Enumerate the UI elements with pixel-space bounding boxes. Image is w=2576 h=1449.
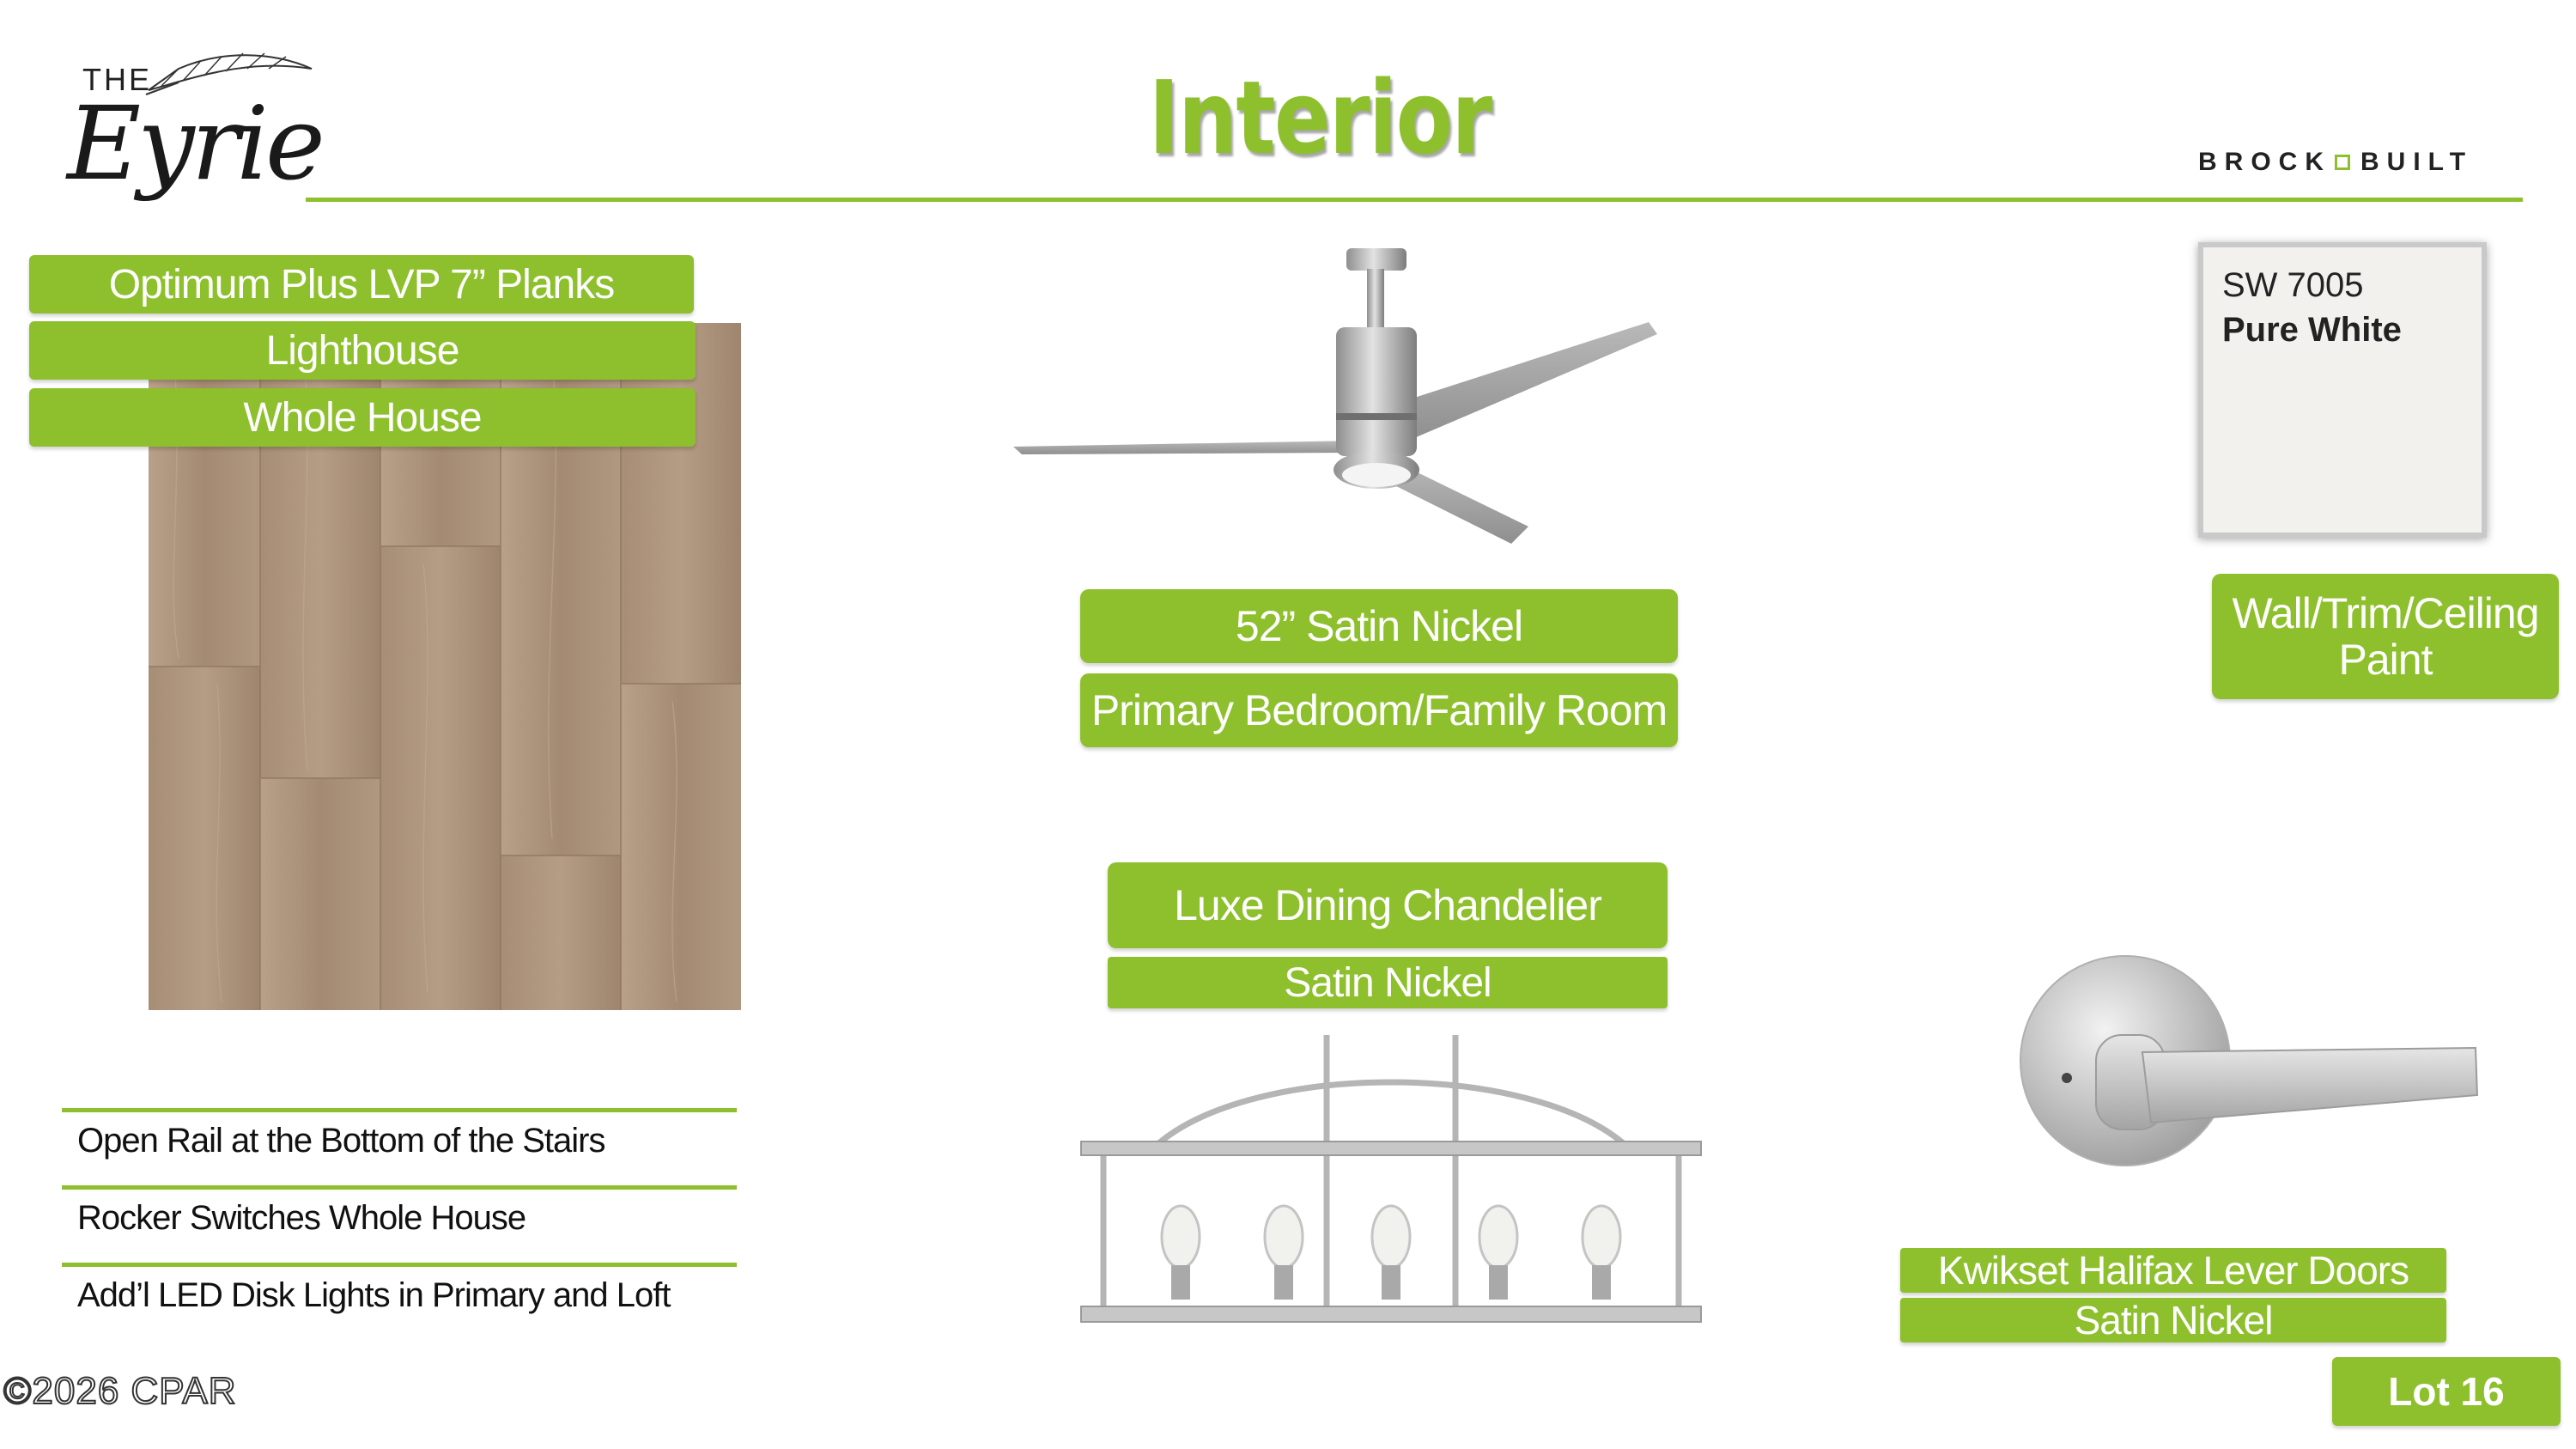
logo: THE Eyrie	[60, 43, 325, 249]
ceiling-fan-image	[1013, 248, 1657, 544]
chandelier-product-label: Luxe Dining Chandelier	[1108, 862, 1668, 948]
feature-item-lights: Add’l LED Disk Lights in Primary and Lof…	[77, 1276, 671, 1314]
fan-location-label: Primary Bedroom/Family Room	[1080, 673, 1678, 747]
paint-usage-label: Wall/Trim/Ceiling Paint	[2212, 574, 2559, 699]
door-lever-image	[2020, 955, 2479, 1166]
feature-divider-top	[62, 1108, 737, 1112]
brand-logo: BROCK BUILT	[2198, 148, 2473, 177]
chandelier-finish-label: Satin Nickel	[1108, 957, 1668, 1008]
flooring-location-label: Whole House	[29, 388, 696, 447]
flooring-product-label: Optimum Plus LVP 7” Planks	[29, 255, 694, 314]
feather-icon	[145, 52, 313, 95]
paint-swatch: SW 7005 Pure White	[2198, 242, 2487, 538]
brand-left: BROCK	[2198, 148, 2331, 176]
brand-square-icon	[2335, 155, 2350, 170]
fan-size-label: 52” Satin Nickel	[1080, 589, 1678, 663]
paint-name: Pure White	[2222, 311, 2402, 349]
flooring-sample-image	[149, 323, 741, 1010]
lot-badge: Lot 16	[2332, 1357, 2561, 1426]
copyright-watermark: ©2026 CPAR	[3, 1369, 237, 1413]
feature-item-rail: Open Rail at the Bottom of the Stairs	[77, 1122, 605, 1160]
page-title: Interior	[1148, 58, 1492, 177]
feature-item-switches: Rocker Switches Whole House	[77, 1199, 526, 1237]
feature-divider	[62, 1263, 737, 1267]
hardware-product-label: Kwikset Halifax Lever Doors	[1900, 1248, 2446, 1293]
logo-script: Eyrie	[67, 84, 325, 203]
feature-divider	[62, 1185, 737, 1190]
bulb-icons	[1160, 1204, 1622, 1300]
header-rule	[306, 198, 2523, 202]
chandelier-image	[1080, 1035, 1702, 1323]
flooring-color-label: Lighthouse	[29, 321, 696, 380]
hardware-finish-label: Satin Nickel	[1900, 1298, 2446, 1342]
logo-the: THE	[82, 62, 152, 97]
paint-code: SW 7005	[2222, 266, 2364, 304]
brand-right: BUILT	[2360, 148, 2474, 176]
